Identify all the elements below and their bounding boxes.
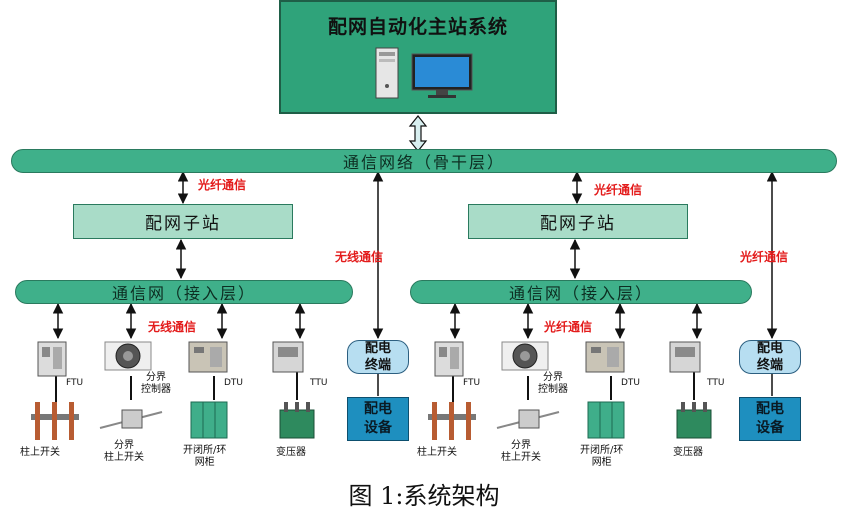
- boundary-controller-label: 分界 控制器: [141, 372, 171, 395]
- transformer-label-right: 变压器: [673, 447, 703, 458]
- ttu-label-right: TTU: [707, 378, 725, 388]
- boundary-controller-icon-right: [501, 341, 549, 371]
- ring-main-unit-icon: [190, 401, 228, 439]
- left-substation-label: 配网子站: [145, 214, 221, 234]
- dtu-label-right: DTU: [621, 378, 641, 388]
- dtu-label: DTU: [224, 378, 244, 388]
- ftu-label-right: FTU: [463, 378, 481, 388]
- pole-switch-icon: [31, 402, 79, 440]
- ftu-label: FTU: [66, 378, 84, 388]
- ring-main-unit-label: 开闭所/环 网柜: [183, 445, 227, 468]
- right-fiber2-label: 光纤通信: [740, 250, 789, 264]
- monitor-icon: [411, 53, 473, 98]
- left-equipment-label: 配电 设备: [364, 401, 392, 436]
- master-station-computer-icon: [375, 47, 473, 99]
- left-access-network-bar: 通信网（接入层）: [15, 280, 353, 304]
- ring-main-unit-icon-right: [587, 401, 625, 439]
- left-equipment-box: 配电 设备: [347, 397, 409, 441]
- boundary-pole-switch-label: 分界 柱上开关: [104, 440, 144, 463]
- ring-main-unit-label-right: 开闭所/环 网柜: [580, 445, 624, 468]
- pole-switch-label: 柱上开关: [20, 447, 60, 458]
- left-wireless-label: 无线通信: [335, 250, 384, 264]
- ttu-cabinet-icon: [272, 341, 304, 373]
- left-terminal-label: 配电 终端: [364, 341, 391, 373]
- master-station-title: 配网自动化主站系统: [327, 16, 508, 38]
- right-access-network-label: 通信网（接入层）: [508, 284, 653, 303]
- right-equipment-label: 配电 设备: [756, 401, 784, 436]
- ftu-cabinet-icon-right: [434, 341, 464, 377]
- transformer-label: 变压器: [276, 447, 306, 458]
- left-substation-box: 配网子站: [73, 204, 293, 239]
- pole-switch-label-right: 柱上开关: [417, 447, 457, 458]
- left-terminal-box: 配电 终端: [347, 340, 409, 374]
- pole-switch-icon-right: [428, 402, 476, 440]
- left-fiber-label: 光纤通信: [198, 178, 247, 192]
- right-access-network-bar: 通信网（接入层）: [410, 280, 752, 304]
- right-equipment-box: 配电 设备: [739, 397, 801, 441]
- left-access-wireless-label: 无线通信: [148, 320, 197, 334]
- backbone-network-bar: 通信网络（骨干层）: [11, 149, 837, 173]
- boundary-pole-switch-icon-right: [496, 409, 560, 429]
- boundary-pole-switch-label-right: 分界 柱上开关: [501, 440, 541, 463]
- right-substation-box: 配网子站: [468, 204, 688, 239]
- boundary-controller-label-right: 分界 控制器: [538, 372, 568, 395]
- right-terminal-label: 配电 终端: [756, 341, 783, 373]
- figure-caption: 图 1:系统架构: [348, 482, 500, 510]
- boundary-pole-switch-icon: [99, 409, 163, 429]
- dtu-cabinet-icon-right: [585, 341, 625, 373]
- ttu-cabinet-icon-right: [669, 341, 701, 373]
- transformer-icon-right: [676, 402, 712, 439]
- left-access-network-label: 通信网（接入层）: [111, 284, 256, 303]
- right-terminal-box: 配电 终端: [739, 340, 801, 374]
- transformer-icon: [279, 402, 315, 439]
- master-backbone-link: [408, 115, 428, 152]
- right-access-fiber-label: 光纤通信: [544, 320, 593, 334]
- right-substation-label: 配网子站: [540, 214, 616, 234]
- computer-tower-icon: [375, 47, 399, 99]
- ftu-cabinet-icon: [37, 341, 67, 377]
- boundary-controller-icon: [104, 341, 152, 371]
- backbone-network-label: 通信网络（骨干层）: [342, 153, 505, 172]
- right-fiber-label: 光纤通信: [594, 183, 643, 197]
- dtu-cabinet-icon: [188, 341, 228, 373]
- ttu-label: TTU: [310, 378, 328, 388]
